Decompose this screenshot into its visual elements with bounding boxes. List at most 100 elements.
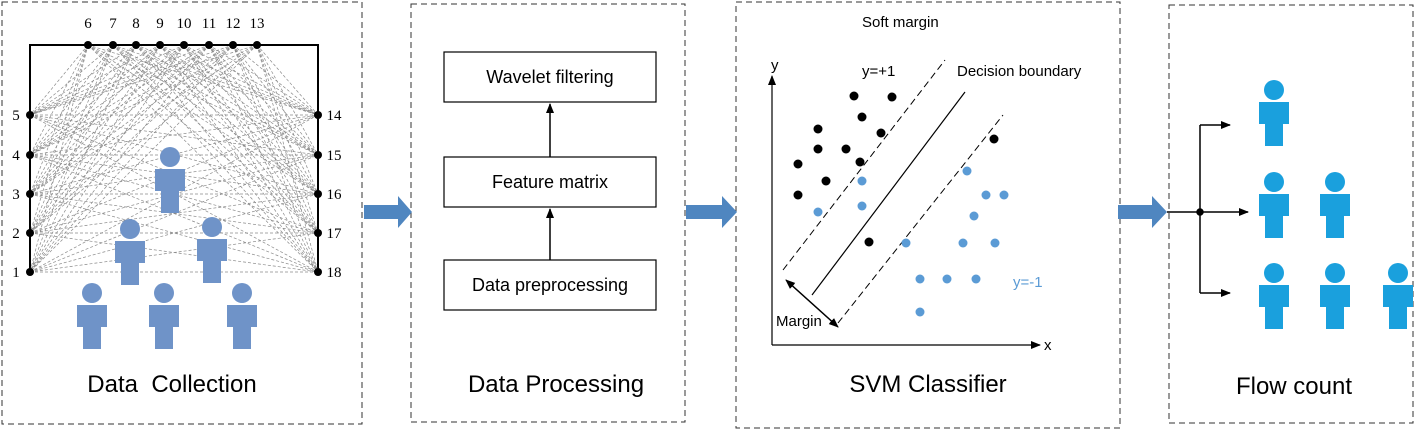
sensor-node	[26, 190, 34, 198]
link-line	[256, 44, 319, 234]
data-point	[857, 112, 867, 122]
svm-panel	[735, 1, 1121, 429]
link-line	[29, 44, 114, 116]
link-line	[159, 44, 319, 234]
sensor-node-label: 4	[12, 148, 20, 164]
sensor-node	[109, 41, 117, 49]
link-line	[29, 44, 137, 195]
link-line	[256, 44, 319, 156]
link-line	[29, 44, 89, 234]
sensor-node	[26, 229, 34, 237]
link-line	[29, 44, 234, 156]
link-line	[29, 44, 185, 156]
data-point	[999, 190, 1009, 200]
collection-title: Data Collection	[87, 371, 256, 398]
data-point	[855, 157, 865, 167]
sensor-node	[314, 268, 322, 276]
link-line	[208, 44, 319, 116]
link-line	[29, 44, 258, 234]
link-line	[29, 44, 114, 234]
person-icon	[1383, 263, 1413, 329]
sensor-node-label: 11	[202, 16, 216, 32]
flow-arrow-1	[364, 196, 412, 228]
link-line	[29, 44, 234, 234]
link-line	[183, 44, 319, 273]
link-line	[183, 44, 319, 195]
link-line	[29, 44, 185, 195]
link-line	[29, 44, 161, 273]
link-line	[29, 44, 210, 116]
link-line	[29, 232, 319, 273]
link-line	[29, 44, 210, 195]
data-point	[989, 134, 999, 144]
sensor-node-label: 14	[327, 108, 343, 124]
person-icon	[155, 147, 185, 213]
link-line	[29, 44, 161, 156]
sensor-node	[205, 41, 213, 49]
link-line	[29, 44, 137, 116]
link-line	[112, 44, 319, 156]
sensor-node	[314, 190, 322, 198]
link-line	[159, 44, 319, 273]
person-icon	[149, 283, 179, 349]
negative-points	[813, 166, 1009, 317]
data-point	[981, 190, 991, 200]
step-label-preprocessing: Data preprocessing	[472, 275, 628, 295]
data-point	[915, 307, 925, 317]
link-line	[29, 44, 185, 234]
y-axis-label: y	[771, 57, 779, 74]
sensor-node	[253, 41, 261, 49]
decision-boundary-label: Decision boundary	[957, 63, 1082, 80]
link-line	[256, 44, 319, 116]
person-icon	[115, 219, 145, 285]
data-point	[813, 124, 823, 134]
sensor-node-label: 9	[156, 16, 164, 32]
person-icon	[1259, 172, 1289, 238]
data-point	[969, 211, 979, 221]
link-line	[183, 44, 319, 234]
data-point	[901, 238, 911, 248]
sensor-node-label: 15	[327, 148, 342, 164]
sensor-node-label: 6	[84, 16, 92, 32]
link-line	[29, 44, 89, 273]
soft-margin-lower	[837, 114, 1004, 324]
link-line	[232, 44, 319, 273]
link-line	[208, 44, 319, 273]
sensor-node-label: 16	[327, 187, 343, 203]
sensor-node	[229, 41, 237, 49]
flow-arrow-3	[1118, 196, 1167, 228]
sensor-node-label: 8	[132, 16, 140, 32]
link-line	[135, 44, 319, 273]
link-line	[29, 44, 137, 156]
data-point	[793, 159, 803, 169]
sensor-node	[314, 111, 322, 119]
data-point	[793, 190, 803, 200]
margin-label: Margin	[776, 313, 822, 330]
data-point	[971, 274, 981, 284]
link-line	[135, 44, 319, 234]
link-line	[159, 44, 319, 195]
sensor-node	[26, 268, 34, 276]
link-line	[87, 44, 319, 116]
sensor-node	[180, 41, 188, 49]
sensor-node-label: 5	[12, 108, 20, 124]
link-line	[87, 44, 319, 273]
x-axis-label: x	[1044, 337, 1052, 354]
data-point	[857, 176, 867, 186]
link-line	[232, 44, 319, 234]
data-point	[942, 274, 952, 284]
flow-panel	[1168, 4, 1414, 424]
link-line	[159, 44, 319, 156]
link-line	[87, 44, 319, 195]
positive-points	[793, 91, 999, 247]
link-line	[29, 44, 161, 234]
link-line	[29, 114, 319, 156]
collection-panel	[1, 1, 363, 425]
processing-title: Data Processing	[468, 371, 644, 398]
link-line	[208, 44, 319, 156]
data-point	[821, 176, 831, 186]
link-line	[29, 44, 234, 273]
link-line	[29, 44, 234, 195]
person-icon	[77, 283, 107, 349]
link-line	[29, 44, 234, 116]
